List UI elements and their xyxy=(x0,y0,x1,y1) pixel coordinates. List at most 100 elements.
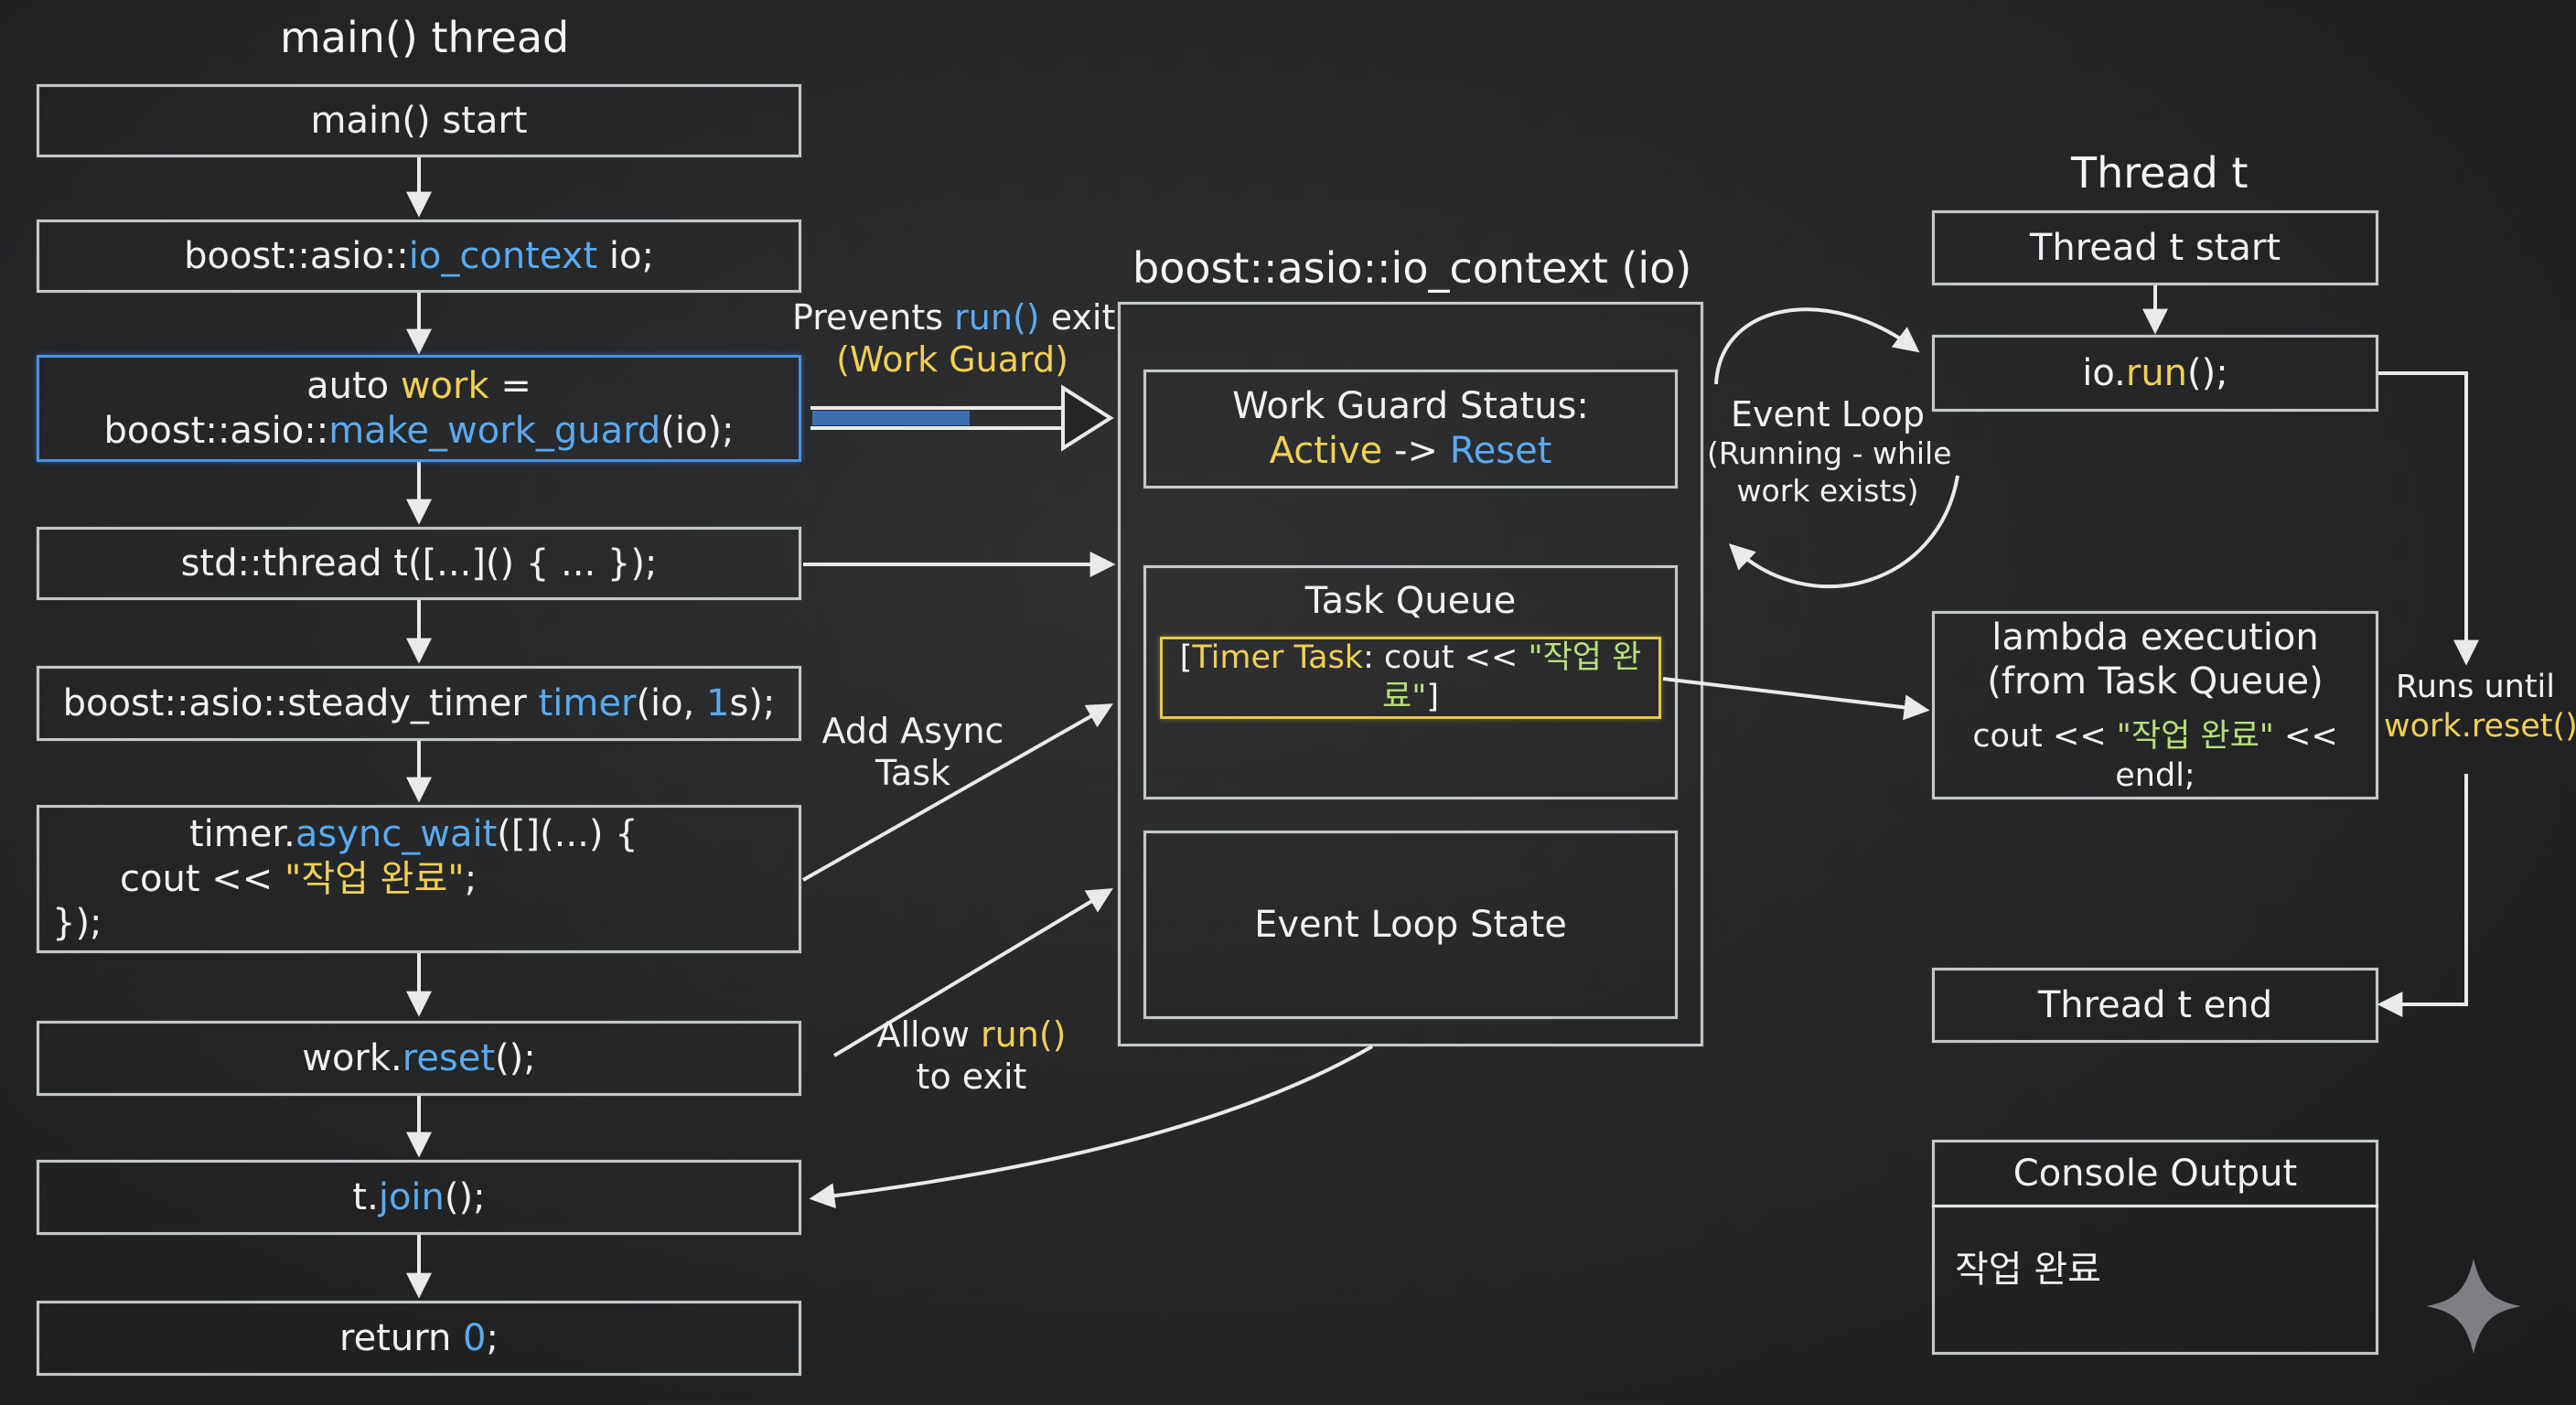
code-highlight: join xyxy=(378,1175,445,1218)
main-start-label: main() start xyxy=(310,99,528,142)
console-output-header: Console Output xyxy=(1932,1140,2378,1207)
console-output-body: 작업 완료 xyxy=(1932,1205,2378,1355)
io-run-box: io.run(); xyxy=(1932,335,2378,412)
thread-decl-box: std::thread t([...]() { ... }); xyxy=(37,527,801,600)
code-highlight: io_context xyxy=(408,234,598,277)
event-loop-arc-top xyxy=(1714,307,1920,385)
allow-exit-label: Allow run() to exit xyxy=(845,1014,1098,1099)
code-suffix: (); xyxy=(2187,351,2228,394)
code-suffix: = xyxy=(488,364,531,407)
add-async-line2: Task xyxy=(875,753,950,794)
task-to-lambda-arrow xyxy=(1662,677,1930,721)
event-loop-line2: (Running - while xyxy=(1707,435,1952,472)
code-prefix: cout << xyxy=(120,857,284,900)
work-guard-status-box: Work Guard Status: Active -> Reset xyxy=(1143,370,1678,488)
label-highlight: run() xyxy=(981,1014,1067,1055)
thread-end-label: Thread t end xyxy=(2037,983,2273,1026)
code-highlight: reset xyxy=(402,1036,496,1079)
code-prefix: work. xyxy=(302,1036,402,1079)
thread-t-title: Thread t xyxy=(2071,148,2249,198)
task-bracket: [ xyxy=(1179,639,1193,677)
event-loop-label: Event Loop (Running - while work exists) xyxy=(1707,393,1952,509)
work-reset-box: work.reset(); xyxy=(37,1021,801,1096)
status-reset: Reset xyxy=(1449,430,1552,472)
add-async-label: Add Async Task xyxy=(805,710,1021,795)
code-string: "작업 완료" xyxy=(2116,718,2274,756)
async-wait-box: timer.async_wait([](...) { cout << "작업 완… xyxy=(37,805,801,953)
work-guard-label: (Work Guard) xyxy=(836,339,1068,381)
thread-start-box: Thread t start xyxy=(1932,210,2378,285)
io-context-decl-box: boost::asio::io_context io; xyxy=(37,220,801,293)
code-highlight: run xyxy=(2125,351,2188,394)
timer-task-box: [Timer Task: cout << "작업 완료"] xyxy=(1160,637,1661,719)
code-number: 0 xyxy=(463,1316,487,1359)
code-suffix: << endl; xyxy=(2115,718,2338,794)
code-suffix: ; xyxy=(464,857,478,900)
code-prefix: return xyxy=(339,1316,464,1359)
timer-decl-text: boost::asio::steady_timer timer(io, 1s); xyxy=(63,681,776,726)
io-run-text: io.run(); xyxy=(2082,351,2227,396)
task-queue-box: Task Queue xyxy=(1143,565,1678,799)
return-box: return 0; xyxy=(37,1301,801,1376)
thread-decl-text: std::thread t([...]() { ... }); xyxy=(180,542,658,585)
code-string: "작업 완료" xyxy=(284,857,465,900)
task-string: "작업 완료" xyxy=(1382,639,1642,715)
label-prefix: Prevents xyxy=(792,297,955,338)
status-arrow: -> xyxy=(1382,430,1450,472)
event-loop-line1: Event Loop xyxy=(1730,394,1926,434)
code-prefix: auto xyxy=(306,364,401,407)
timer-decl-box: boost::asio::steady_timer timer(io, 1s); xyxy=(37,666,801,741)
work-guard-arrow xyxy=(810,384,1114,452)
runs-until-line2: work.reset() xyxy=(2384,707,2576,745)
io-to-join-arrow xyxy=(809,1045,1374,1209)
task-name: Timer Task xyxy=(1192,639,1364,677)
work-reset-text: work.reset(); xyxy=(302,1036,536,1081)
run-to-reset-arrow xyxy=(2378,371,2479,666)
prevents-exit-label: Prevents run() exit (Work Guard) xyxy=(792,296,1115,381)
code-prefix: boost::asio::steady_timer xyxy=(62,681,539,724)
allow-exit-line2: to exit xyxy=(916,1056,1027,1098)
console-output-title: Console Output xyxy=(2012,1152,2298,1195)
io-context-title: boost::asio::io_context (io) xyxy=(1132,243,1692,293)
reset-to-end-arrow xyxy=(2377,774,2468,1017)
event-loop-line3: work exists) xyxy=(1736,472,1919,509)
code-suffix: (); xyxy=(495,1036,536,1079)
label-highlight: run() xyxy=(954,297,1040,338)
code-suffix: io; xyxy=(597,234,654,277)
main-start-box: main() start xyxy=(37,84,801,157)
code-prefix: boost::asio:: xyxy=(184,234,409,277)
allow-exit-arrow xyxy=(832,888,1113,1057)
status-active: Active xyxy=(1269,430,1383,472)
code-closing: }); xyxy=(52,902,102,945)
label-prefix: Allow xyxy=(876,1014,982,1055)
return-text: return 0; xyxy=(339,1316,499,1361)
task-code: : cout << xyxy=(1363,639,1529,677)
add-async-line1: Add Async xyxy=(821,711,1004,751)
io-context-decl-text: boost::asio::io_context io; xyxy=(184,234,654,279)
code-middle: (io, xyxy=(636,681,707,724)
work-guard-status-text: Work Guard Status: Active -> Reset xyxy=(1232,384,1589,474)
async-wait-text: timer.async_wait([](...) { cout << "작업 완… xyxy=(52,812,639,946)
io-context-container xyxy=(1118,302,1703,1046)
runs-until-label: Runs until work.reset() xyxy=(2384,668,2576,745)
work-guard-decl-text: auto work = boost::asio::make_work_guard… xyxy=(104,364,735,454)
code-prefix: io. xyxy=(2082,351,2126,394)
code-prefix: cout << xyxy=(1972,718,2117,756)
task-bracket: ] xyxy=(1426,679,1439,715)
runs-until-line1: Runs until xyxy=(2395,669,2555,705)
code-suffix: ; xyxy=(486,1316,499,1359)
event-loop-arc-bottom xyxy=(1728,475,1959,589)
code-highlight: work xyxy=(400,364,489,407)
task-queue-title: Task Queue xyxy=(1304,580,1517,622)
console-output-text: 작업 완료 xyxy=(1955,1249,2101,1291)
lambda-line1: lambda execution xyxy=(1991,616,2319,659)
code-suffix: s); xyxy=(729,681,776,724)
code-suffix: (io); xyxy=(660,409,735,452)
thread-end-box: Thread t end xyxy=(1932,968,2378,1043)
code-highlight: timer xyxy=(538,681,637,724)
lambda-execution-text: lambda execution (from Task Queue) cout … xyxy=(1935,616,2376,796)
lambda-execution-box: lambda execution (from Task Queue) cout … xyxy=(1932,611,2378,799)
code-suffix: ([](...) { xyxy=(497,812,639,855)
code-prefix: boost::asio:: xyxy=(103,409,329,452)
